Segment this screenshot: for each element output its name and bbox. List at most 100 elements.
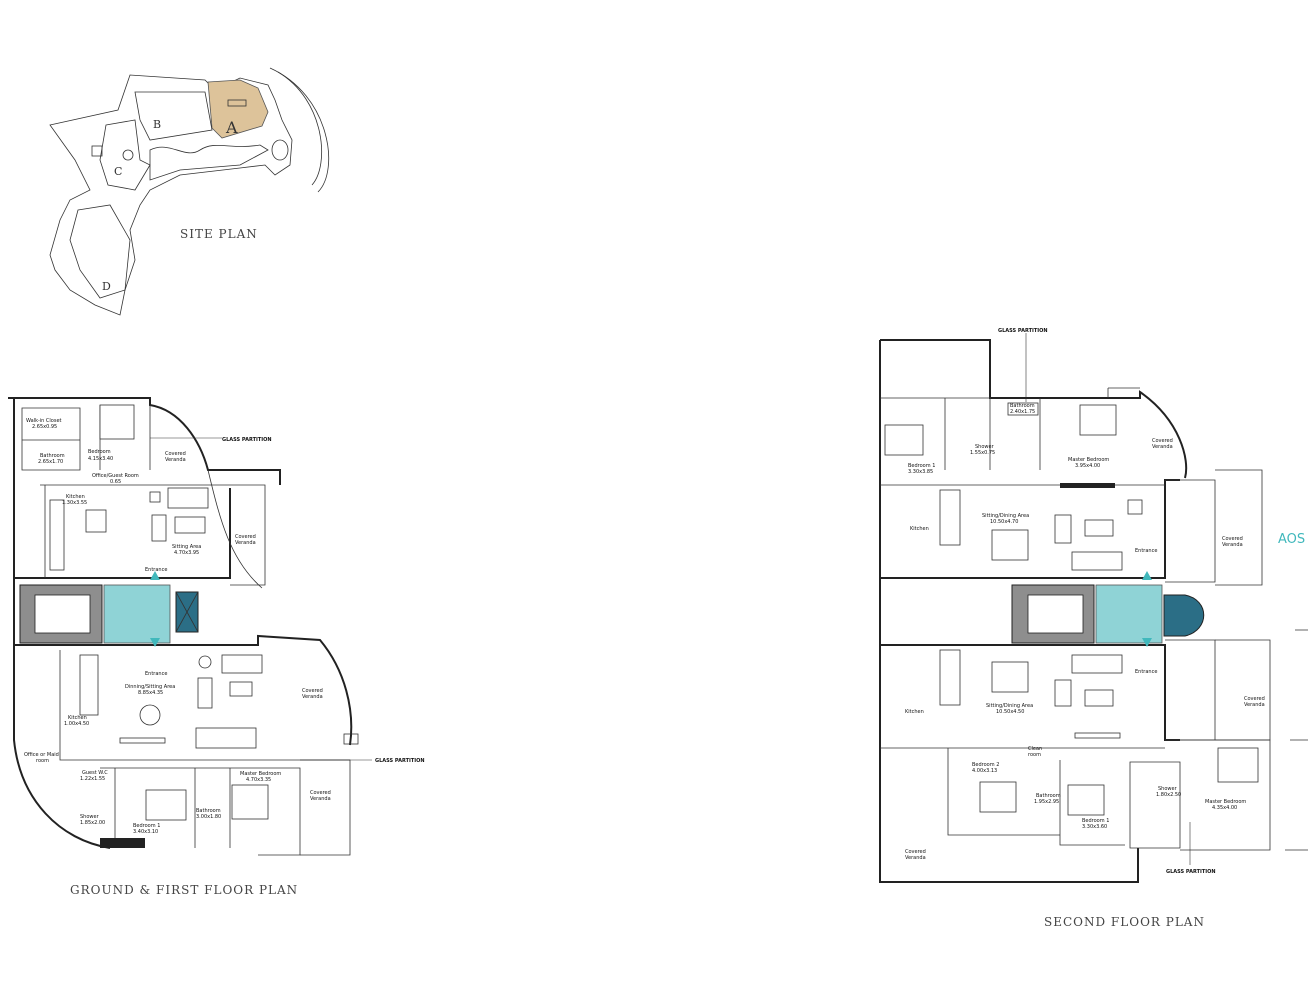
sf-room-label: Bedroom 2 xyxy=(972,762,999,768)
sf-entrance-label-1: Entrance xyxy=(1135,548,1157,554)
gf-wall-mid-upper xyxy=(14,488,231,579)
gf-outer-wall-left xyxy=(13,398,111,849)
gf-room-size: 1.30x3.55 xyxy=(62,500,87,506)
sf-room-label: Clean xyxy=(1028,746,1042,752)
sf-entrance-label-2: Entrance xyxy=(1135,669,1157,675)
gf-room-label: Shower xyxy=(80,814,100,820)
gf-entrance-arrows xyxy=(150,571,160,647)
gf-bed-1 xyxy=(145,789,187,821)
sf-room-size: 4.00x3.13 xyxy=(972,768,997,774)
gf-room-label: Bedroom 1 xyxy=(133,823,160,829)
sf-lift xyxy=(1163,594,1205,637)
sf-room-size: room xyxy=(1028,752,1041,758)
sf-room-size: Veranda xyxy=(905,855,926,861)
gf-room-label: Covered xyxy=(310,790,331,796)
sf-room-size: Veranda xyxy=(1152,444,1173,450)
ground-first-plan-title: GROUND & FIRST FLOOR PLAN xyxy=(70,883,298,897)
sf-room-size: 3.95x4.00 xyxy=(1075,463,1100,469)
sf-room-label: Bathroom xyxy=(1010,403,1035,409)
gf-master-bed xyxy=(231,784,269,820)
sf-room-size: 2.40x1.75 xyxy=(1010,409,1035,415)
building-c-outline[interactable] xyxy=(99,119,151,191)
gf-bed-top xyxy=(99,404,135,440)
gf-room-size: Veranda xyxy=(165,457,186,463)
sf-master-bed-lower xyxy=(1217,747,1259,783)
gf-room-label: Kitchen xyxy=(68,715,87,721)
gf-room-size: 3.00x1.80 xyxy=(196,814,221,820)
sf-room-size: 1.95x2.95 xyxy=(1034,799,1059,805)
gf-glass-partition-note-2: GLASS PARTITION xyxy=(375,758,425,764)
gf-room-label: Master Bedroom xyxy=(240,771,281,777)
gf-room-size: Veranda xyxy=(235,540,256,546)
sf-room-label: Bathroom xyxy=(1036,793,1061,799)
gf-room-size: 4.70x3.95 xyxy=(174,550,199,556)
sf-lobby xyxy=(1095,584,1163,644)
gf-room-size: 1.00x4.50 xyxy=(64,721,89,727)
sf-outer-wall-top xyxy=(880,339,1188,479)
gf-lobby xyxy=(103,584,171,644)
site-letter-c: C xyxy=(114,165,122,178)
building-b-outline[interactable] xyxy=(134,91,213,141)
sf-glass-partition-note-top: GLASS PARTITION xyxy=(998,328,1048,334)
sf-bed-1 xyxy=(884,424,924,456)
sf-room-size: 10.50x4.70 xyxy=(990,519,1018,525)
sf-wall-mid-lower xyxy=(880,644,1180,741)
gf-room-label: Kitchen xyxy=(66,494,85,500)
gf-room-size: 2.65x1.70 xyxy=(38,459,63,465)
gf-room-size: 1.22x1.55 xyxy=(80,776,105,782)
sf-room-label: Covered xyxy=(1222,536,1243,542)
gf-wall-mid-lower xyxy=(14,634,353,746)
site-pool xyxy=(149,144,269,181)
gf-room-size: 4.15x3.40 xyxy=(88,456,113,462)
ground-first-floor-plan: GLASS PARTITION GLASS PARTITION Entrance… xyxy=(8,397,425,897)
sf-room-label: Covered xyxy=(1244,696,1265,702)
sf-entrance-arrows xyxy=(1142,571,1152,647)
site-letter-a: A xyxy=(225,118,238,137)
sf-room-label: Bedroom 1 xyxy=(1082,818,1109,824)
sf-room-size: 3.30x3.85 xyxy=(908,469,933,475)
building-a-highlight[interactable] xyxy=(207,79,269,139)
gf-room-label: Office/Guest Room xyxy=(92,473,139,479)
gf-room-label: Bathroom xyxy=(40,453,65,459)
site-arc xyxy=(269,67,330,193)
site-letter-d: D xyxy=(102,280,111,293)
sf-room-label: Bedroom 1 xyxy=(908,463,935,469)
sf-room-size: 1.80x2.50 xyxy=(1156,792,1181,798)
sf-room-size: Veranda xyxy=(1222,542,1243,548)
building-d-outline[interactable] xyxy=(69,204,131,299)
gf-room-size: 1.85x2.00 xyxy=(80,820,105,826)
sf-bed-1-lower xyxy=(1067,784,1105,816)
sf-room-label: Shower xyxy=(975,444,995,450)
gf-room-size: Veranda xyxy=(310,796,331,802)
gf-room-label: Covered xyxy=(235,534,256,540)
gf-room-size: 8.85x4.35 xyxy=(138,690,163,696)
sf-glass-partition-note-bottom: GLASS PARTITION xyxy=(1166,869,1216,875)
site-letter-b: B xyxy=(153,118,161,131)
gf-room-label: Covered xyxy=(302,688,323,694)
gf-room-size: 2.65x0.95 xyxy=(32,424,57,430)
sf-room-size: 10.50x4.50 xyxy=(996,709,1024,715)
sf-room-label: Master Bedroom xyxy=(1205,799,1246,805)
sf-room-label: Sitting/Dining Area xyxy=(982,513,1029,519)
gf-room-size: 0.65 xyxy=(110,479,121,485)
gf-room-label: Guest W.C xyxy=(82,770,108,776)
sf-master-bed-top xyxy=(1079,404,1117,436)
sf-dining-table-bottom xyxy=(991,661,1029,693)
sf-side-label: AOS xyxy=(1278,532,1305,547)
second-floor-plan: GLASS PARTITION GLASS PARTITION AOS Entr… xyxy=(879,328,1308,929)
sf-dining-table-top xyxy=(991,529,1029,561)
gf-entrance-label-1: Entrance xyxy=(145,567,167,573)
sf-room-label: Covered xyxy=(1152,438,1173,444)
gf-room-label: Sitting Area xyxy=(172,544,201,550)
gf-room-size: Veranda xyxy=(302,694,323,700)
gf-entrance-label-2: Entrance xyxy=(145,671,167,677)
gf-room-size: 4.70x3.35 xyxy=(246,777,271,783)
sf-room-size: Veranda xyxy=(1244,702,1265,708)
sf-room-label: Sitting/Dining Area xyxy=(986,703,1033,709)
sf-outer-wall-left xyxy=(879,340,1139,883)
site-plan: A B C D SITE PLAN xyxy=(49,67,330,316)
gf-room-size: room xyxy=(36,758,49,764)
gf-room-label: Office or Maid xyxy=(24,752,59,758)
site-plan-title: SITE PLAN xyxy=(180,227,258,241)
